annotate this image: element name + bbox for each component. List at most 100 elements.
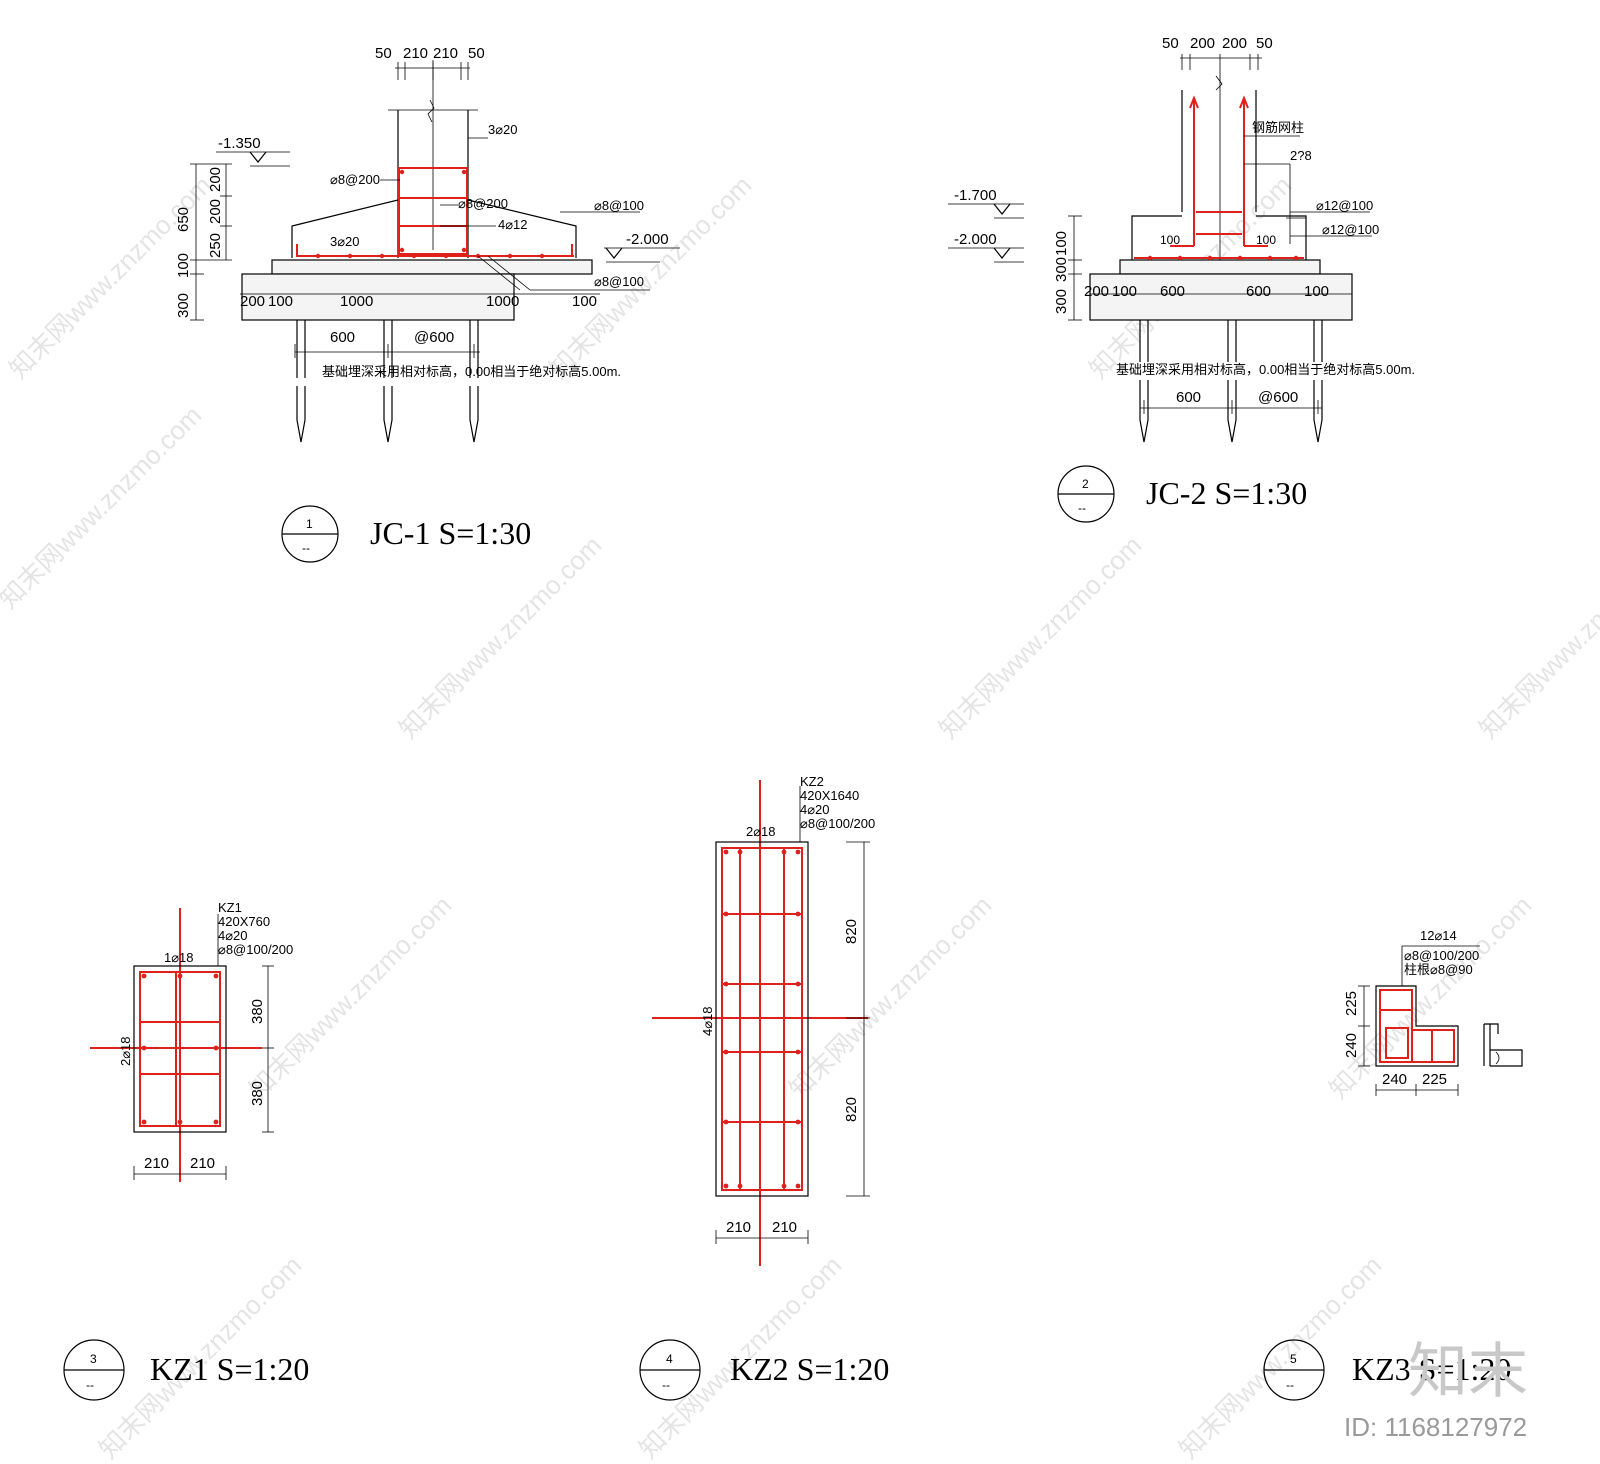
jc1-slab-a: ⌀8@100 xyxy=(594,198,644,213)
jc2-bar-a: ⌀12@100 xyxy=(1316,198,1373,213)
jc1-title-block: 1 -- JC-1 S=1:30 xyxy=(281,505,531,563)
kz1-sheet: -- xyxy=(86,1378,94,1392)
kz2-rebar-dots xyxy=(723,849,801,1189)
jc2-pile-dim: 600 xyxy=(1176,389,1201,406)
jc1-left-dim: 650 xyxy=(175,207,192,232)
jc1-col-bar: 3⌀20 xyxy=(488,122,518,137)
kz3-section: 12⌀14 ⌀8@100/200 柱根⌀8@90 225 240 240 225… xyxy=(1263,928,1523,1401)
jc1-top-dim: 210 xyxy=(433,45,458,62)
kz1-top-bar: 1⌀18 xyxy=(164,950,194,965)
jc1-stirrup-b: ⌀8@200 xyxy=(458,196,508,211)
kz2-right-dim: 820 xyxy=(843,919,860,944)
kz2-title: KZ2 S=1:20 xyxy=(730,1351,889,1387)
jc2-sheet: -- xyxy=(1078,501,1086,515)
brand-logo: 知末 xyxy=(1408,1337,1528,1407)
kz3-sheet: -- xyxy=(1286,1378,1294,1392)
kz2-section: KZ2 420X1640 4⌀20 ⌀8@100/200 2⌀18 4⌀18 8… xyxy=(639,774,889,1401)
kz2-spec: 4⌀20 xyxy=(800,802,830,817)
jc2-note: 基础埋深采用相对标高，0.00相当于绝对标高5.00m. xyxy=(1116,362,1415,377)
jc2-hook-l: 100 xyxy=(1160,233,1180,247)
jc1-piles xyxy=(296,320,479,443)
jc2-column-note: 钢筋网柱 xyxy=(1252,120,1304,135)
jc1-left-dim: 250 xyxy=(207,233,224,258)
kz3-bot-dim: 240 xyxy=(1382,1071,1407,1088)
kz1-bot-dim: 210 xyxy=(190,1155,215,1172)
kz3-hook-detail xyxy=(1483,1023,1523,1067)
jc1-left-dim: 300 xyxy=(175,293,192,318)
jc1-elevation-bottom: -2.000 xyxy=(604,231,680,263)
jc1-elevation-top: -1.350 xyxy=(216,135,290,167)
kz1-spec: KZ1 xyxy=(218,900,242,915)
jc2-top-dim: 50 xyxy=(1256,35,1273,52)
jc2-bot-dim: 600 xyxy=(1160,283,1185,300)
jc1-bot-dim: 100 xyxy=(572,293,597,310)
kz3-title-block: 5 -- KZ3 S=1:20 xyxy=(1263,1339,1511,1401)
jc1-bot-bars: 3⌀20 xyxy=(330,234,360,249)
kz1-spec: 420X760 xyxy=(218,914,270,929)
kz1-right-dim: 380 xyxy=(249,999,266,1024)
kz3-left-dim: 225 xyxy=(1343,991,1360,1016)
jc2-bot-dim: 100 xyxy=(1112,283,1137,300)
jc1-left-dim: 200 xyxy=(207,199,224,224)
kz3-spec: ⌀8@100/200 xyxy=(1404,948,1479,963)
jc2-elevation-bottom: -2.000 xyxy=(948,231,1024,263)
jc1-section: 50 210 210 50 xyxy=(175,45,680,563)
kz2-top-bar: 2⌀18 xyxy=(746,824,776,839)
kz1-spec: 4⌀20 xyxy=(218,928,248,943)
kz1-rebar-dots xyxy=(141,973,219,1125)
jc1-top-dim: 50 xyxy=(375,45,392,62)
jc2-top-dim: 200 xyxy=(1190,35,1215,52)
jc1-bot-dim: 1000 xyxy=(486,293,519,310)
jc2-top-dim: 50 xyxy=(1162,35,1179,52)
jc2-piles xyxy=(1139,320,1323,443)
kz2-side-bar: 4⌀18 xyxy=(700,1006,715,1036)
svg-text:-1.350: -1.350 xyxy=(218,135,261,152)
jc1-pile-dim: @600 xyxy=(414,329,454,346)
kz2-index: 4 xyxy=(666,1352,673,1366)
svg-text:-2.000: -2.000 xyxy=(626,231,669,248)
watermark-text: 知末网www.znzmo.com xyxy=(1473,530,1600,744)
jc1-slab-b: ⌀8@100 xyxy=(594,274,644,289)
jc1-left-dim: 100 xyxy=(175,253,192,278)
svg-text:-2.000: -2.000 xyxy=(954,231,997,248)
jc2-bot-dim: 100 xyxy=(1304,283,1329,300)
watermark-text: 知末网www.znzmo.com xyxy=(0,400,207,614)
kz2-title-block: 4 -- KZ2 S=1:20 xyxy=(639,1339,889,1401)
jc2-title: JC-2 S=1:30 xyxy=(1146,475,1307,511)
kz1-index: 3 xyxy=(90,1352,97,1366)
kz1-side-bar: 2⌀18 xyxy=(118,1036,133,1066)
kz2-spec: 420X1640 xyxy=(800,788,859,803)
watermark-text: 知末网www.znzmo.com xyxy=(783,890,997,1104)
jc2-title-block: 2 -- JC-2 S=1:30 xyxy=(1057,465,1307,523)
jc2-bot-dim: 600 xyxy=(1246,283,1271,300)
watermark-text: 知末网www.znzmo.com xyxy=(393,530,607,744)
jc2-left-dim: 300 xyxy=(1053,289,1070,314)
kz2-bot-dim: 210 xyxy=(726,1219,751,1236)
jc2-left-dim: 300 xyxy=(1053,257,1070,282)
kz3-spec: 12⌀14 xyxy=(1420,928,1457,943)
kz3-index: 5 xyxy=(1290,1352,1297,1366)
jc2-hook-r: 100 xyxy=(1256,233,1276,247)
jc2-top-dim: 200 xyxy=(1222,35,1247,52)
jc1-sheet: -- xyxy=(302,541,310,555)
kz2-sheet: -- xyxy=(662,1378,670,1392)
jc1-pile-dim: 600 xyxy=(330,329,355,346)
jc1-rebar-dots xyxy=(315,169,545,259)
kz2-spec: KZ2 xyxy=(800,774,824,789)
kz1-spec: ⌀8@100/200 xyxy=(218,942,293,957)
kz3-bot-dim: 225 xyxy=(1422,1071,1447,1088)
watermark-text: 知末网www.znzmo.com xyxy=(933,530,1147,744)
jc2-left-dim: 100 xyxy=(1053,231,1070,256)
jc1-bot-dim: 200 xyxy=(240,293,265,310)
kz2-spec: ⌀8@100/200 xyxy=(800,816,875,831)
kz2-right-dim: 820 xyxy=(843,1097,860,1122)
kz1-bot-dim: 210 xyxy=(144,1155,169,1172)
jc1-top-dim: 50 xyxy=(468,45,485,62)
jc2-bar-b: ⌀12@100 xyxy=(1322,222,1379,237)
jc1-note: 基础埋深采用相对标高，0.00相当于绝对标高5.00m. xyxy=(322,364,621,379)
jc2-index: 2 xyxy=(1082,477,1089,491)
svg-text:-1.700: -1.700 xyxy=(954,187,997,204)
watermark-text: 知末网www.znzmo.com xyxy=(243,890,457,1104)
jc1-stirrup-a: ⌀8@200 xyxy=(330,172,380,187)
